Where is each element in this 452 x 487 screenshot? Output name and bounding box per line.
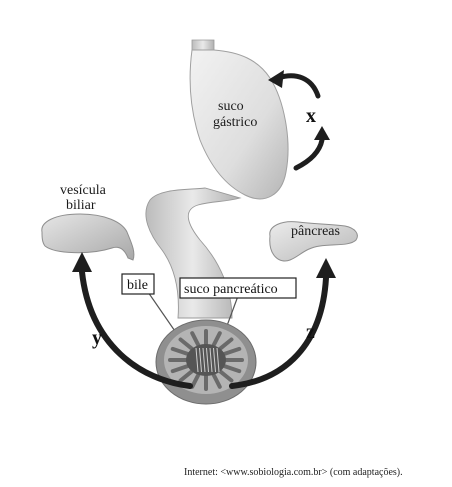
villus <box>222 346 242 356</box>
villus <box>178 369 194 383</box>
villus <box>178 337 194 351</box>
label-vesicula-1: vesícula <box>60 183 107 198</box>
label-suco-gastrico-1: suco <box>218 99 244 114</box>
villus <box>218 369 234 383</box>
arrow-z <box>229 258 336 389</box>
label-pancreas: pâncreas <box>291 224 340 239</box>
villus <box>211 331 222 348</box>
lumen-streak <box>206 347 209 373</box>
duodenum-lumen <box>186 344 226 376</box>
arrow-y <box>72 252 193 389</box>
villus <box>211 372 222 389</box>
label-z: z <box>306 321 315 343</box>
intestinal-villi <box>168 329 244 391</box>
lumen-streak <box>209 347 213 373</box>
stomach <box>189 49 289 200</box>
gallbladder <box>41 213 135 261</box>
villus <box>222 364 242 374</box>
lumen-streaks <box>195 347 220 373</box>
label-x: x <box>306 105 316 127</box>
label-vesicula-2: biliar <box>66 198 96 213</box>
villus <box>190 331 201 348</box>
villus <box>190 372 201 389</box>
label-y: y <box>92 327 102 349</box>
lumen-streak <box>213 347 216 373</box>
lumen-streak <box>195 347 199 373</box>
villus <box>218 337 234 351</box>
label-suco-pancreatico: suco pancreático <box>184 282 278 297</box>
suco-pancreatico-box <box>179 277 297 299</box>
pancreas <box>269 221 358 262</box>
source-credit: Internet: <www.sobiologia.com.br> (com a… <box>184 467 403 478</box>
arrow-x <box>268 70 330 171</box>
lumen-streak <box>199 347 202 373</box>
villus <box>170 364 190 374</box>
bile-box <box>121 273 155 295</box>
lumen-streak <box>216 347 220 373</box>
label-bile: bile <box>127 278 148 293</box>
villus <box>170 346 190 356</box>
label-suco-gastrico-2: gástrico <box>213 115 257 130</box>
lumen-streak <box>202 347 206 373</box>
